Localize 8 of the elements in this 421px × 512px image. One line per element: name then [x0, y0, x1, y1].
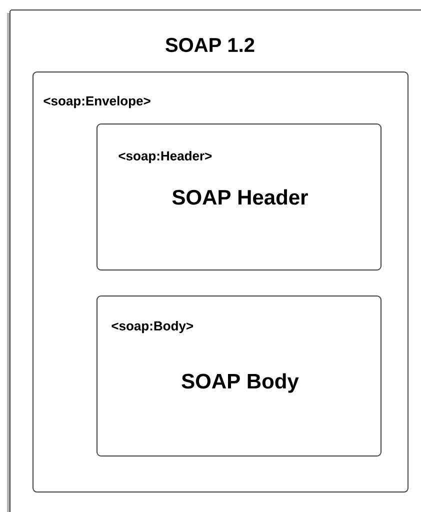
body-box	[96, 296, 382, 456]
section-title: SOAP Header	[172, 189, 308, 205]
section-title: SOAP Body	[182, 373, 299, 393]
title: SOAP 1.2	[166, 38, 254, 52]
header-box	[96, 124, 382, 270]
tag-label: <soap:Envelope>	[44, 96, 150, 108]
tag-label: <soap:Body>	[112, 320, 194, 334]
tag-label: <soap:Header>	[118, 150, 212, 164]
